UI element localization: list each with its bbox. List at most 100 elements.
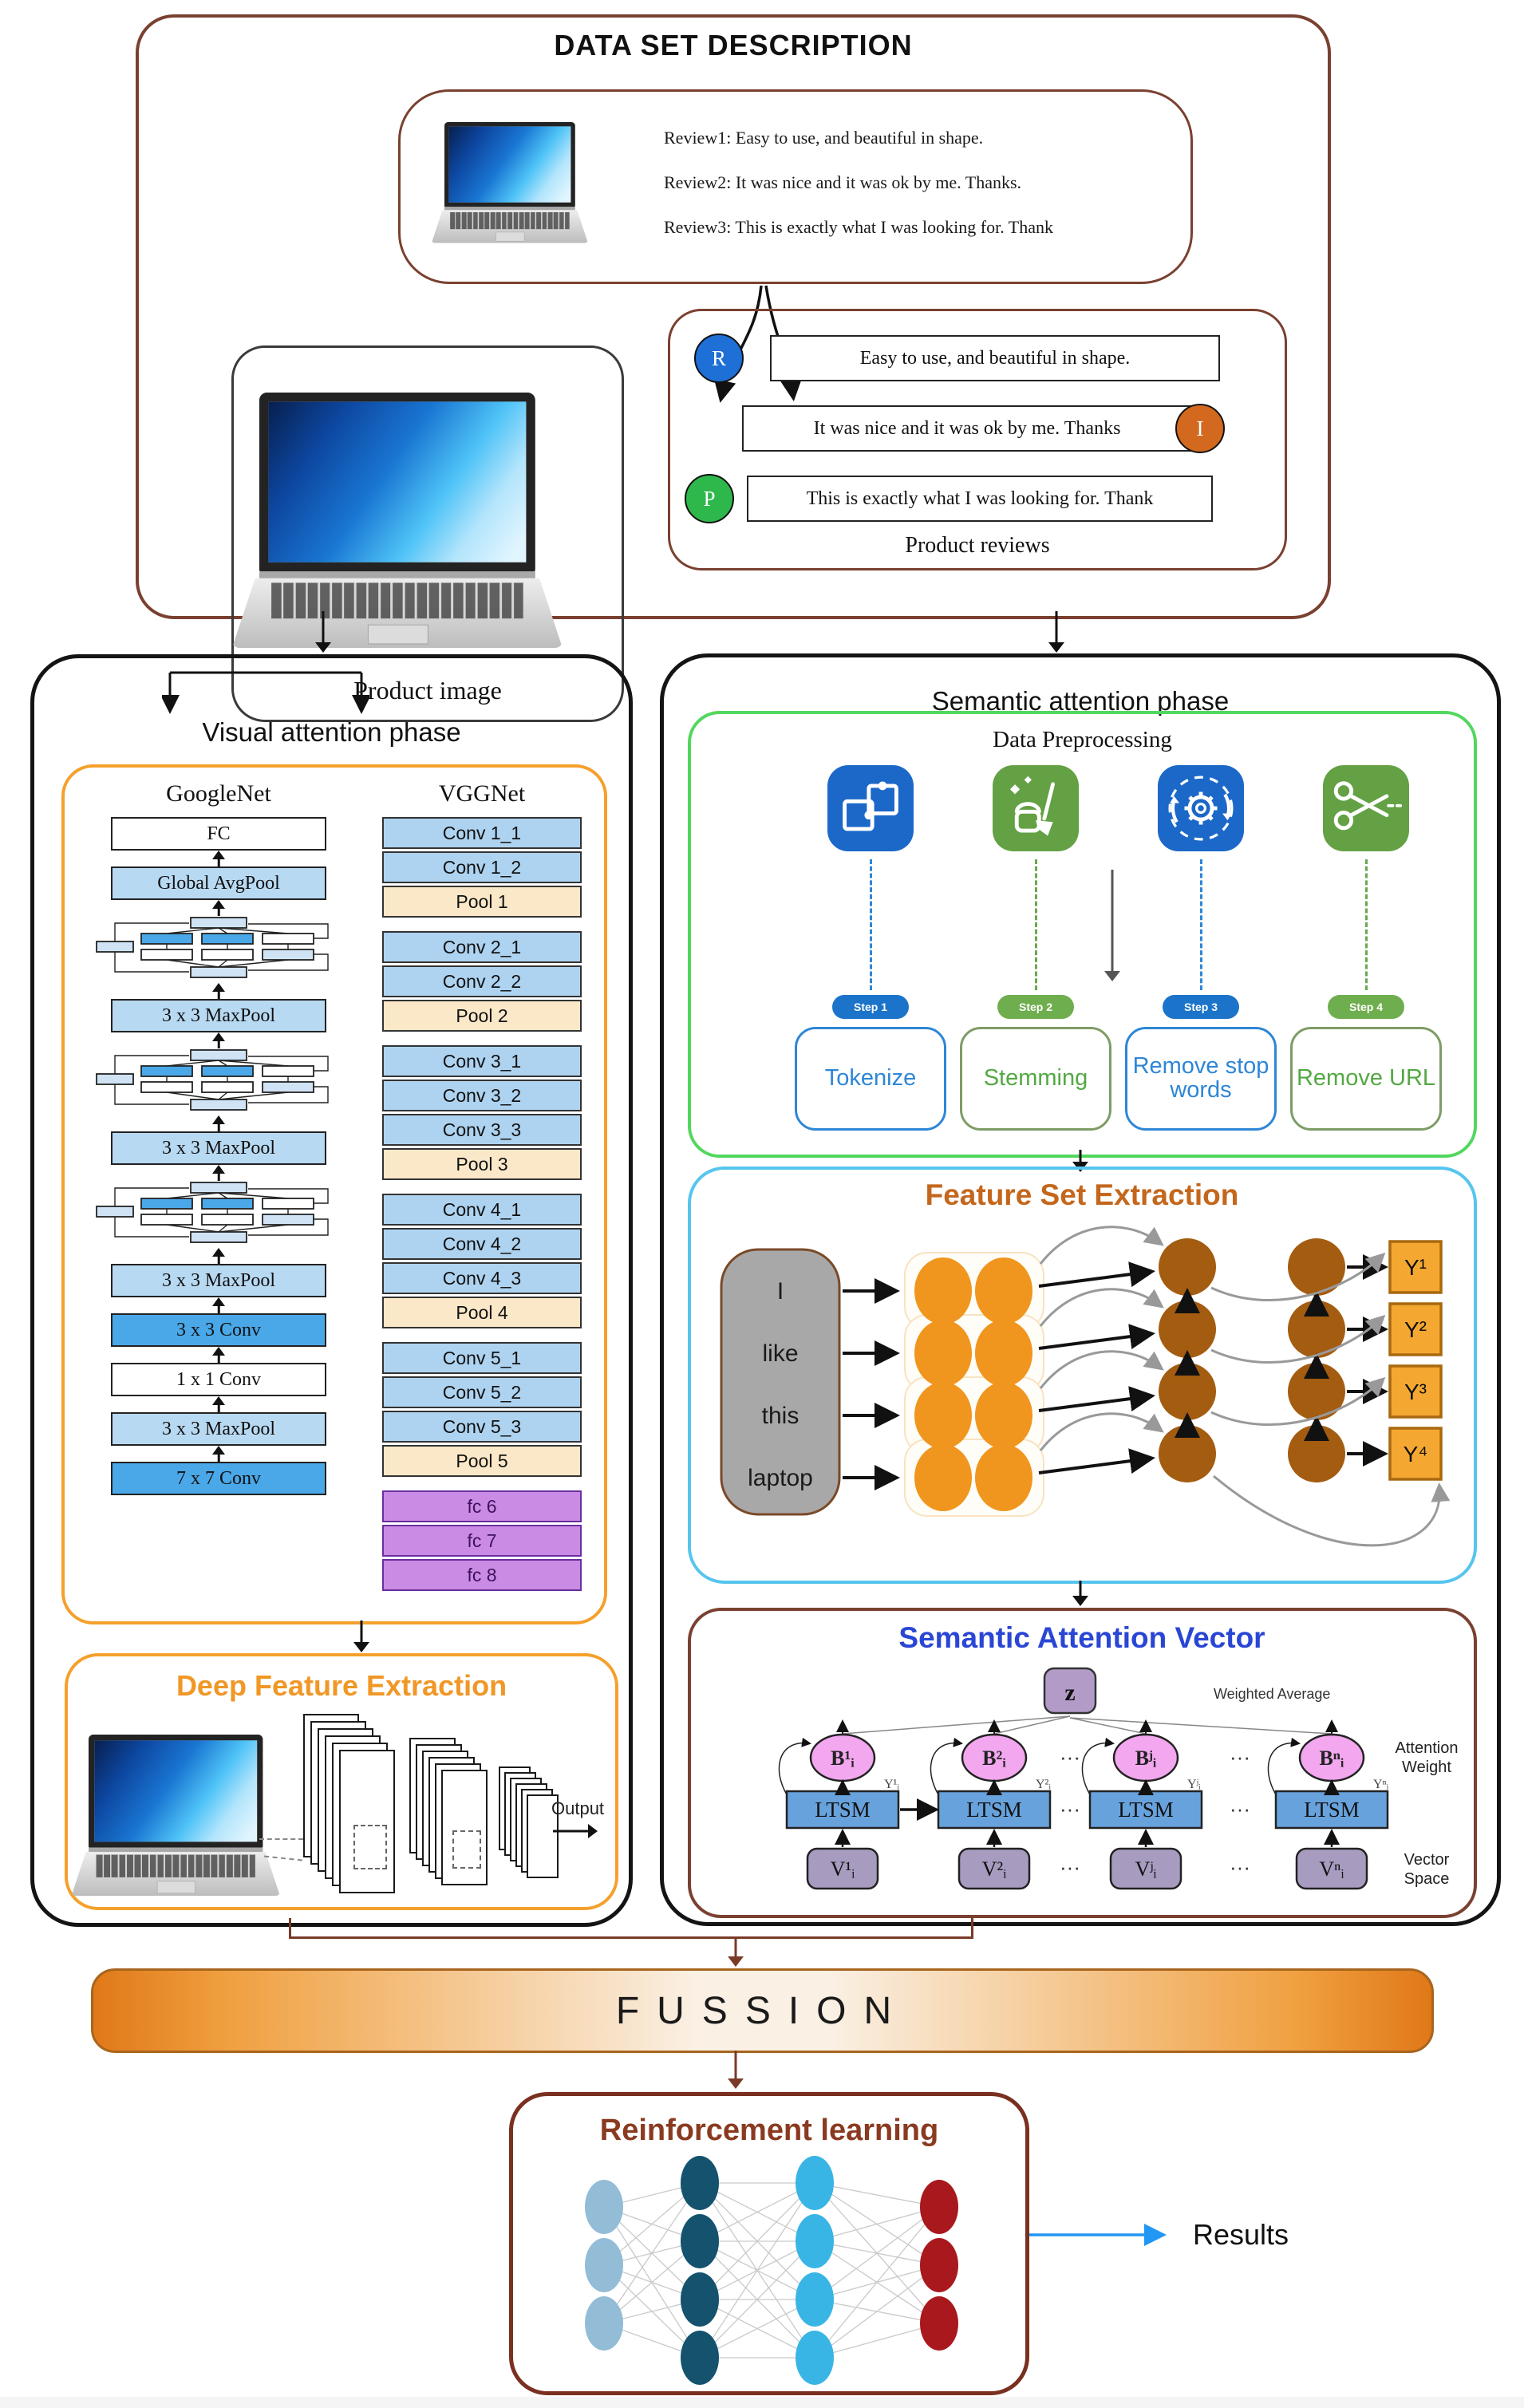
svg-text:···: ··· xyxy=(1060,1797,1080,1821)
cnn-architectures-box: GoogleNet FC Global AvgPool xyxy=(61,764,607,1624)
weighted-average-fan xyxy=(842,1715,1333,1735)
word-4: laptop xyxy=(748,1465,813,1491)
svg-text:···: ··· xyxy=(1060,1745,1080,1769)
vgg-block: Conv 2_1 xyxy=(382,931,582,963)
b-up-arrows xyxy=(836,1719,1338,1734)
step-connector xyxy=(1035,859,1037,990)
fusion-bracket-right xyxy=(971,1918,973,1939)
svg-text:Weight: Weight xyxy=(1402,1759,1451,1776)
output-boxes: Y¹ Y² Y³ Y⁴ xyxy=(1388,1240,1443,1481)
vgg-block: Conv 4_3 xyxy=(382,1262,582,1294)
vgg-pool: Pool 2 xyxy=(382,1000,582,1032)
fusion-bracket-left xyxy=(289,1918,291,1939)
vgg-block: Conv 5_1 xyxy=(382,1342,582,1374)
b-label-3: Bʲᵢ xyxy=(1135,1747,1157,1770)
review-list: Review1: Easy to use, and beautiful in s… xyxy=(664,116,1053,250)
vector-space-row: V¹ᵢ V²ᵢ Vʲᵢ Vⁿᵢ xyxy=(806,1847,1368,1890)
vgg-block: Conv 2_2 xyxy=(382,965,582,997)
vgg-block: Conv 4_2 xyxy=(382,1228,582,1260)
puzzle-icon xyxy=(827,765,914,851)
review-row-1: Easy to use, and beautiful in shape. xyxy=(770,335,1220,381)
semantic-attention-vector-box: Semantic Attention Vector z Weighted Ave… xyxy=(688,1608,1477,1918)
tokenize-box: Tokenize xyxy=(795,1027,946,1131)
output-y4: Y⁴ xyxy=(1404,1442,1428,1467)
feature-map-stack xyxy=(303,1714,407,1905)
arrow-to-attention-vector xyxy=(1072,1581,1089,1606)
review-line-1: Review1: Easy to use, and beautiful in s… xyxy=(664,128,984,148)
feature-map-stack xyxy=(499,1767,571,1894)
remove-stop-words-box: Remove stop words xyxy=(1125,1027,1277,1131)
fusion-label: FUSSION xyxy=(615,1989,910,2032)
output-arrow xyxy=(553,1822,598,1840)
dataset-title: DATA SET DESCRIPTION xyxy=(554,29,913,61)
reinforcement-title: Reinforcement learning xyxy=(599,2114,939,2147)
review-row-3: This is exactly what I was looking for. … xyxy=(747,476,1213,522)
results-label: Results xyxy=(1193,2218,1289,2251)
vgg-pool: Pool 1 xyxy=(382,886,582,918)
word-3: this xyxy=(762,1403,800,1429)
lstm-label-2: LTSM xyxy=(966,1798,1022,1822)
googlenet-maxpool: 3 x 3 MaxPool xyxy=(111,1131,326,1165)
up-arrow xyxy=(87,851,350,866)
output-y2: Y² xyxy=(1404,1317,1427,1342)
remove-url-box: Remove URL xyxy=(1290,1027,1442,1131)
vgg-block: Conv 3_2 xyxy=(382,1080,582,1111)
vggnet-column: VGGNet Conv 1_1 Conv 1_2 Pool 1 Conv 2_1… xyxy=(382,780,582,1593)
lstm-row: LTSM LTSM LTSM LTSM xyxy=(785,1790,1389,1830)
googlenet-global-avgpool: Global AvgPool xyxy=(111,866,326,900)
vgg-block: Conv 1_2 xyxy=(382,851,582,883)
svg-text:···: ··· xyxy=(1230,1745,1250,1769)
vertical-arrows xyxy=(835,1779,1340,1847)
vgg-block: Conv 5_2 xyxy=(382,1376,582,1408)
b-label-2: B²ᵢ xyxy=(982,1747,1006,1770)
attention-curves xyxy=(1039,1226,1451,1547)
googlenet-maxpool: 3 x 3 MaxPool xyxy=(111,1264,326,1297)
results-arrow xyxy=(1029,2224,1167,2246)
z-label: z xyxy=(1064,1680,1075,1706)
gear-sync-icon xyxy=(1158,765,1244,851)
data-preprocessing-box: Data Preprocessing xyxy=(688,711,1477,1158)
step-connector xyxy=(870,859,872,990)
dataset-description-box: DATA SET DESCRIPTION Review1: Easy to us… xyxy=(136,14,1331,722)
reinforcement-learning-box: Reinforcement learning xyxy=(509,2092,1029,2395)
arrow-to-deep-feature xyxy=(353,1620,370,1652)
step-pill-1: Step 1 xyxy=(832,995,909,1019)
product-reviews-label: Product reviews xyxy=(905,533,1050,558)
attention-vector-title: Semantic Attention Vector xyxy=(898,1621,1265,1654)
data-preprocessing-title: Data Preprocessing xyxy=(993,727,1172,752)
deep-feature-laptop xyxy=(71,1735,281,1897)
embedding-pairs xyxy=(904,1252,1044,1517)
hidden-layer-1-nodes xyxy=(681,2156,719,2385)
semantic-attention-panel: Semantic attention phase Data Preprocess… xyxy=(660,653,1501,1926)
svg-text:···: ··· xyxy=(1060,1855,1080,1879)
hidden-state-nodes xyxy=(1159,1238,1345,1482)
cleaning-icon xyxy=(993,765,1079,851)
word-1: I xyxy=(777,1278,784,1305)
review-badge-r: R xyxy=(694,334,744,383)
visual-attention-panel: Visual attention phase GoogleNet FC Glob… xyxy=(30,654,633,1927)
review-line-2: Review2: It was nice and it was ok by me… xyxy=(664,172,1022,193)
vgg-fc: fc 8 xyxy=(382,1559,582,1591)
step-pill-3: Step 3 xyxy=(1163,995,1239,1019)
laptop-screen xyxy=(444,122,575,207)
feature-set-extraction-box: Feature Set Extraction I like this lapto… xyxy=(688,1166,1477,1584)
googlenet-conv1: 1 x 1 Conv xyxy=(111,1363,326,1396)
y-label-4: Yⁿᵢ xyxy=(1373,1778,1389,1791)
arrow-to-fusion xyxy=(727,1936,744,1967)
lstm-label-1: LTSM xyxy=(815,1798,871,1822)
vgg-pool: Pool 5 xyxy=(382,1445,582,1477)
vgg-fc: fc 6 xyxy=(382,1490,582,1522)
product-reviews-box: R Easy to use, and beautiful in shape. I… xyxy=(668,309,1287,570)
svg-text:Space: Space xyxy=(1404,1870,1450,1888)
branch-bracket xyxy=(162,671,369,714)
arrow-to-semantic-phase xyxy=(1048,611,1065,653)
bottom-strip xyxy=(0,2397,1524,2408)
review-line-3: Review3: This is exactly what I was look… xyxy=(664,217,1053,238)
deep-feature-title: Deep Feature Extraction xyxy=(176,1669,507,1702)
visual-phase-title: Visual attention phase xyxy=(202,717,461,747)
y-label-2: Y²ᵢ xyxy=(1036,1778,1051,1791)
v-label-3: Vʲᵢ xyxy=(1135,1857,1157,1881)
googlenet-conv7: 7 x 7 Conv xyxy=(111,1462,326,1495)
lstm-label-4: LTSM xyxy=(1304,1798,1360,1822)
